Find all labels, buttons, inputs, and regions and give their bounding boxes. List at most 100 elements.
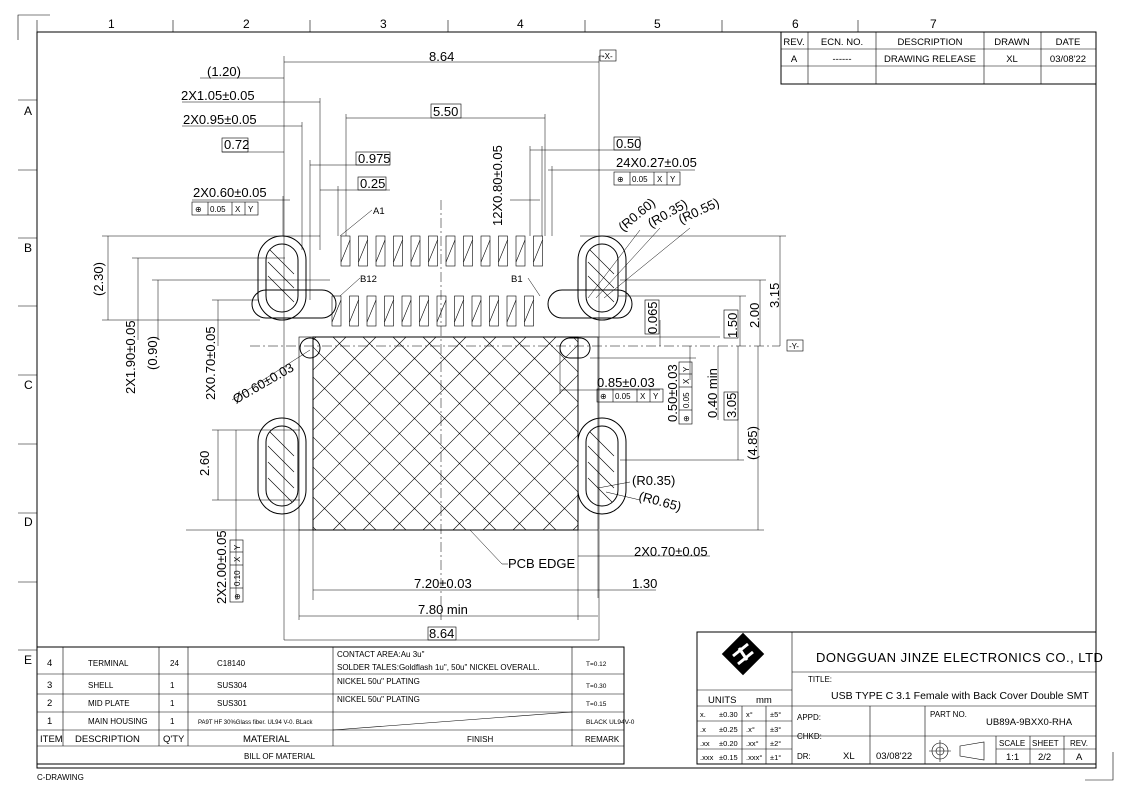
signal-pad — [506, 295, 517, 327]
dim-200: 2.00 — [747, 303, 762, 328]
fcf-050-datum-x: X — [682, 378, 691, 384]
bom-cell-finish: NICKEL 50u" PLATING — [337, 677, 420, 686]
bom-title: BILL OF MATERIAL — [244, 752, 316, 761]
signal-pad — [375, 235, 386, 267]
dim-085: 0.85±0.03 — [597, 375, 655, 390]
dim-2x190: 2X1.90±0.05 — [123, 320, 138, 394]
dim-2x070-v: 2X0.70±0.05 — [203, 326, 218, 400]
signal-pad — [498, 235, 508, 267]
rev-cell-ecn: ------ — [833, 54, 852, 65]
fcf-24x027-symbol: ⊕ — [617, 175, 624, 184]
dimension-lines — [102, 55, 786, 641]
fcf-24x027-datum-y: Y — [670, 175, 676, 184]
datum-y-label: -Y- — [789, 342, 799, 351]
pcb-edge-label: PCB EDGE — [508, 556, 576, 571]
tolerance-cell: ±0.25 — [719, 725, 738, 734]
bom-cell-description: SHELL — [88, 681, 114, 690]
bom-header-qty: Q'TY — [163, 734, 185, 745]
fcf-2x060-datum-x: X — [235, 205, 241, 214]
bom-cell-description: TERMINAL — [88, 659, 129, 668]
dim-dia060: Ø0.60±0.03 — [230, 360, 296, 407]
dim-864-bot: 8.64 — [429, 626, 454, 641]
tolerance-cell: ±0.30 — [719, 710, 738, 719]
fcf-050-datum-y: Y — [682, 366, 691, 372]
datum-x-label: -X- — [602, 52, 613, 61]
part-no-label: PART NO. — [930, 710, 967, 719]
frame-corner-br — [1085, 752, 1114, 781]
signal-pad — [331, 295, 342, 327]
fcf-085-symbol: ⊕ — [600, 392, 607, 401]
signal-pad — [340, 235, 351, 267]
signal-pad — [358, 235, 368, 267]
zone-col-5: 5 — [654, 17, 661, 31]
signal-pad — [471, 295, 482, 327]
projection-symbol — [929, 740, 985, 762]
drawn-by: XL — [843, 751, 855, 762]
chkd-label: CHKD: — [797, 732, 822, 741]
bom-cell-material: SUS304 — [217, 681, 247, 690]
shell-slot-bottom-left — [257, 417, 307, 515]
pcb-hatched-area — [298, 336, 599, 531]
signal-pads-bottom-row — [331, 295, 534, 327]
dimension-labels: 8.64 -X- (1.20) 2X1.05±0.05 2X0.95±0.05 … — [181, 49, 799, 641]
tolerance-cell: .xx — [700, 739, 710, 748]
dim-025: 0.25 — [360, 176, 385, 191]
tolerance-cell: ±3° — [770, 725, 781, 734]
zone-row-d: D — [24, 515, 33, 529]
dim-0065: 0.065 — [645, 301, 660, 334]
dim-230: (2.30) — [91, 262, 106, 296]
fcf-24x027: ⊕ 0.05 X Y — [613, 171, 681, 186]
units-value: mm — [756, 695, 772, 706]
zone-row-b: B — [24, 241, 32, 255]
signal-pad — [515, 235, 526, 267]
dim-072: 0.72 — [224, 137, 249, 152]
tolerance-cell: x. — [700, 710, 706, 719]
bom-cell-description: MID PLATE — [88, 699, 130, 708]
sheet-label: SHEET — [1032, 739, 1059, 748]
bom-cell-qty: 1 — [170, 699, 175, 708]
dim-24x027: 24X0.27±0.05 — [616, 155, 697, 170]
bom-cell-remark: T=0.12 — [586, 661, 607, 668]
bom-cell-description: MAIN HOUSING — [88, 717, 148, 726]
pin-a1-label: A1 — [373, 206, 385, 217]
zone-col-3: 3 — [380, 17, 387, 31]
fcf-2x060: ⊕ 0.05 X Y — [191, 201, 259, 216]
signal-pad — [454, 295, 464, 327]
dim-12x080: 12X0.80±0.05 — [490, 145, 505, 226]
fcf-085-datum-y: Y — [653, 392, 659, 401]
dim-150: 1.50 — [725, 313, 740, 338]
dim-050-03: 0.50±0.03 — [665, 364, 680, 422]
tolerance-cell: ±1° — [770, 753, 781, 762]
rotated-dimension-labels: 12X0.80±0.05 (R0.60) (R0.35) (R0.55) (2.… — [91, 145, 782, 604]
tolerance-cell: .xx° — [746, 739, 759, 748]
rev-header-description: DESCRIPTION — [898, 37, 963, 48]
dim-050: 0.50 — [616, 136, 641, 151]
signal-pad — [489, 295, 499, 327]
fcf-085: ⊕ 0.05 X Y — [596, 388, 664, 403]
pin-b12-label: B12 — [360, 274, 377, 285]
zone-ticks — [18, 20, 859, 651]
signal-pad — [463, 235, 473, 267]
signal-pad — [533, 235, 543, 267]
rev-cell-date: 03/08'22 — [1050, 54, 1086, 65]
fcf-2x060-datum-y: Y — [248, 205, 254, 214]
dim-130: 1.30 — [632, 576, 657, 591]
signal-pad — [480, 235, 491, 267]
fcf-2x200-tol: 0.10 — [233, 570, 242, 586]
datum-x-box — [599, 49, 617, 62]
dim-260: 2.60 — [197, 451, 212, 476]
fcf-085-datum-x: X — [640, 392, 646, 401]
dim-0975: 0.975 — [358, 151, 391, 166]
tolerance-row: .xx±0.20.xx°±2° — [700, 739, 781, 748]
dim-r035b: (R0.35) — [632, 473, 675, 488]
shell-slot-bottom-right — [577, 417, 627, 515]
rev-header-ecn: ECN. NO. — [821, 37, 863, 48]
fcf-2x200-vertical: ⊕ 0.10 X Y — [229, 539, 244, 603]
zone-row-c: C — [24, 378, 33, 392]
title-label: TITLE: — [808, 675, 832, 684]
bom-cell-remark: T=0.15 — [586, 701, 607, 708]
